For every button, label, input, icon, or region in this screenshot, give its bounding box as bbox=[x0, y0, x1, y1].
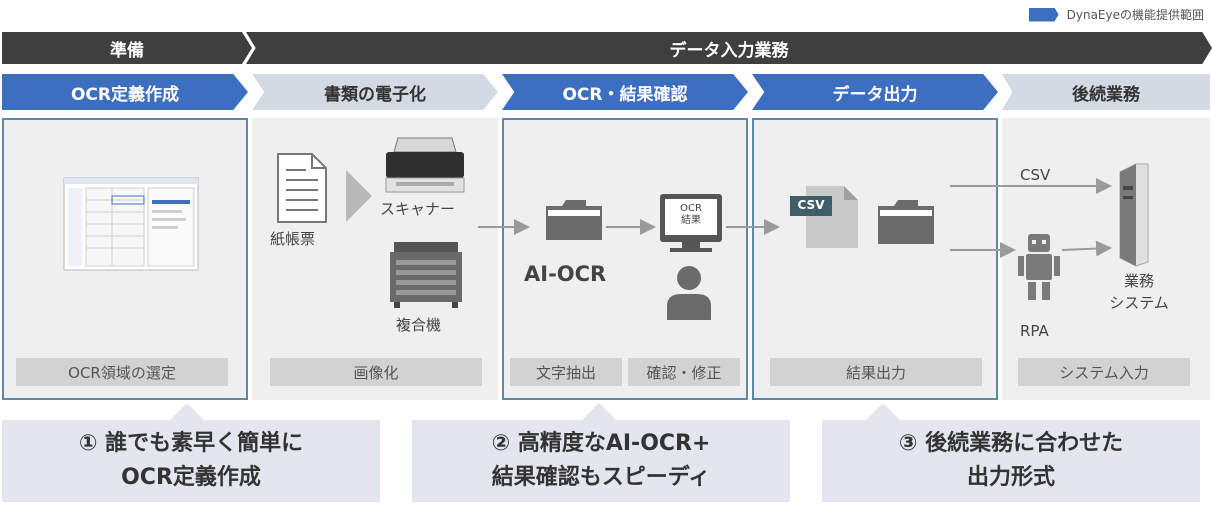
ai-ocr-label: AI-OCR bbox=[524, 262, 607, 286]
feature-1-line-2: OCR定義作成 bbox=[121, 465, 261, 490]
legend: DynaEyeの機能提供範囲 bbox=[1028, 6, 1204, 23]
system-label-line-1: 業務 bbox=[1123, 272, 1154, 290]
step-header-followup: 後続業務 bbox=[1002, 74, 1210, 110]
phase-prep: 準備 bbox=[2, 32, 252, 64]
phase-main: データ入力業務 bbox=[246, 32, 1212, 64]
tag-ocr-area-selection: OCR領域の選定 bbox=[16, 358, 228, 386]
feature-2-pointer bbox=[581, 403, 617, 421]
folder-icon bbox=[546, 200, 602, 240]
column-ocr-check bbox=[502, 118, 748, 400]
feature-1-pointer bbox=[169, 403, 205, 421]
csv-arrow-label: CSV bbox=[1020, 166, 1051, 184]
step-header-digitize: 書類の電子化 bbox=[252, 74, 498, 110]
tag-imaging: 画像化 bbox=[270, 358, 482, 386]
legend-label: DynaEyeの機能提供範囲 bbox=[1066, 8, 1204, 22]
tag-check-correct: 確認・修正 bbox=[628, 358, 740, 386]
feature-3-pointer bbox=[865, 403, 901, 421]
csv-file-label: CSV bbox=[797, 198, 825, 212]
feature-2-line-2: 結果確認もスピーディ bbox=[491, 465, 711, 490]
feature-1-line-1: ① 誰でも素早く簡単に bbox=[78, 431, 304, 456]
person-icon bbox=[667, 266, 711, 320]
ocr-result-monitor-icon bbox=[660, 194, 722, 252]
rpa-label: RPA bbox=[1020, 322, 1049, 340]
robot-icon bbox=[1018, 234, 1060, 300]
ocr-result-screen-text: OCR 結果 bbox=[665, 203, 717, 227]
legend-swatch bbox=[1028, 7, 1059, 22]
column-output bbox=[752, 118, 998, 400]
paper-label: 紙帳票 bbox=[270, 230, 316, 248]
feature-callout-3: ③ 後続業務に合わせた 出力形式 bbox=[822, 420, 1200, 502]
mfp-icon bbox=[390, 242, 462, 308]
tag-system-input: システム入力 bbox=[1018, 358, 1190, 386]
business-system-server-icon bbox=[1119, 163, 1149, 267]
flow-triangle-icon bbox=[346, 170, 372, 222]
feature-callout-1: ① 誰でも素早く簡単に OCR定義作成 bbox=[2, 420, 380, 502]
ocr-result-line-2: 結果 bbox=[681, 215, 701, 226]
tag-result-output: 結果出力 bbox=[770, 358, 982, 386]
output-folder-icon bbox=[878, 200, 934, 244]
csv-file-icon bbox=[790, 186, 858, 248]
system-label: 業務 システム bbox=[1096, 270, 1182, 314]
feature-3-line-2: 出力形式 bbox=[966, 465, 1055, 490]
step-header-ocr-check: OCR・結果確認 bbox=[502, 74, 748, 110]
feature-2-line-1: ② 高精度なAI-OCR+ bbox=[491, 431, 711, 456]
step-header-ocr-definition: OCR定義作成 bbox=[2, 74, 248, 110]
scanner-label: スキャナー bbox=[380, 200, 456, 218]
step-header-output: データ出力 bbox=[752, 74, 998, 110]
ocr-result-line-1: OCR bbox=[680, 203, 702, 214]
tag-text-extraction: 文字抽出 bbox=[510, 358, 622, 386]
mfp-label: 複合機 bbox=[396, 316, 442, 334]
ocr-definition-screenshot bbox=[63, 177, 199, 271]
system-label-line-2: システム bbox=[1109, 294, 1169, 312]
scanner-icon bbox=[385, 137, 465, 193]
feature-3-line-1: ③ 後続業務に合わせた bbox=[898, 431, 1124, 456]
feature-callout-2: ② 高精度なAI-OCR+ 結果確認もスピーディ bbox=[412, 420, 790, 502]
paper-document-icon bbox=[277, 153, 327, 223]
arrow-rpa-to-system bbox=[1061, 240, 1112, 257]
